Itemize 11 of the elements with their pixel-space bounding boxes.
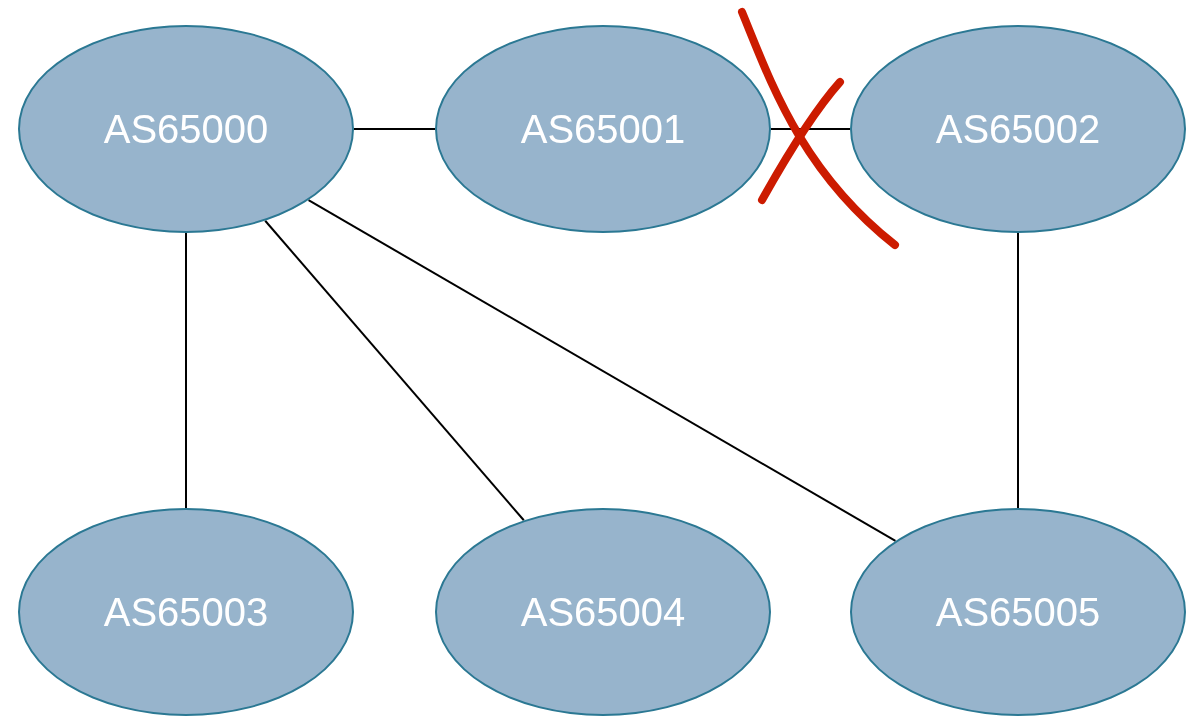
- connector-line: [353, 128, 436, 130]
- node-label: AS65000: [103, 106, 269, 152]
- connector-line: [185, 232, 187, 509]
- connector-line: [1017, 232, 1019, 509]
- connector-line: [264, 219, 525, 522]
- node-label: AS65004: [520, 589, 686, 635]
- connector-line: [307, 199, 897, 542]
- node-label: AS65001: [520, 106, 686, 152]
- node-label: AS65003: [103, 589, 269, 635]
- node-label: AS65005: [935, 589, 1101, 635]
- node-label: AS65002: [935, 106, 1101, 152]
